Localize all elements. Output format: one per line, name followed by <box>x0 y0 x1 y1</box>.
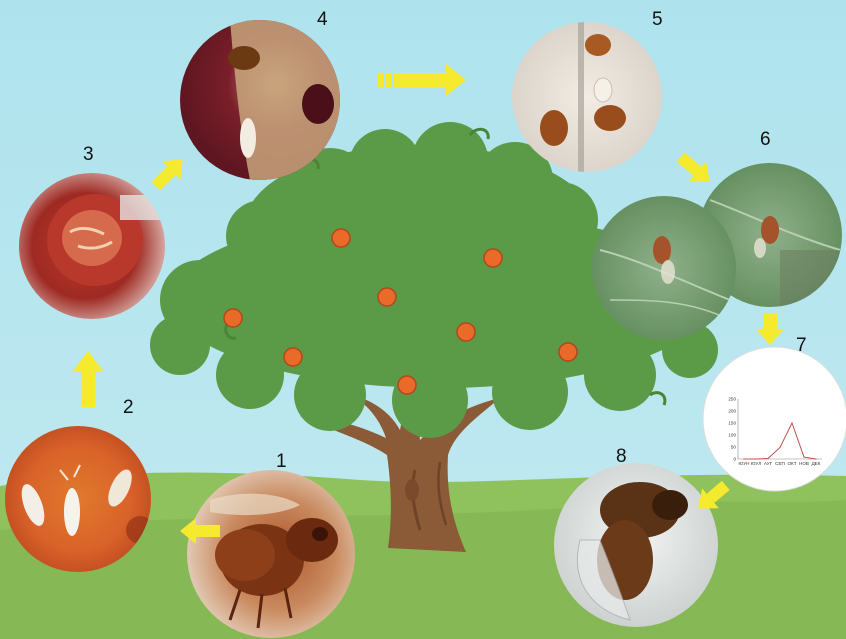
y-tick-label: 150 <box>728 421 736 426</box>
x-tick-label: АУГ <box>764 461 773 466</box>
chart-point <box>779 447 780 448</box>
x-tick-label: ЮУН <box>739 461 750 466</box>
egg-photo <box>180 20 340 180</box>
stage-number-1: 1 <box>276 452 287 471</box>
y-tick-label: 200 <box>728 409 736 414</box>
stage-number-3: 3 <box>83 145 94 164</box>
x-tick-label: НОВ <box>799 461 809 466</box>
chart-point <box>803 456 804 457</box>
fruit <box>224 309 242 327</box>
stage-number-7: 7 <box>796 336 807 355</box>
stage-number-8: 8 <box>616 447 627 466</box>
stage-number-2: 2 <box>123 398 134 417</box>
fruit <box>378 288 396 306</box>
stage-number-4: 4 <box>317 10 328 29</box>
fruit <box>559 343 577 361</box>
stage-number-5: 5 <box>652 10 663 29</box>
stage-number-6: 6 <box>760 130 771 149</box>
fruit <box>398 376 416 394</box>
fly-photo <box>187 470 355 638</box>
chart-point <box>791 422 792 423</box>
y-tick-label: 0 <box>733 457 736 462</box>
adult-fly-photo <box>554 463 718 627</box>
x-tick-label: ДЕК <box>812 461 821 466</box>
fruit <box>284 348 302 366</box>
y-tick-label: 50 <box>731 445 737 450</box>
fruit <box>484 249 502 267</box>
y-tick-label: 100 <box>728 433 736 438</box>
fruit-photo <box>19 173 165 319</box>
pupa-photo <box>512 22 662 172</box>
x-tick-label: ЮУЛ <box>751 461 761 466</box>
x-tick-label: СЕП <box>775 461 785 466</box>
x-tick-label: ОКТ <box>787 461 796 466</box>
chart-point <box>815 458 816 459</box>
fruit <box>332 229 350 247</box>
fruit <box>457 323 475 341</box>
chart-point <box>755 458 756 459</box>
y-tick-label: 250 <box>728 397 736 402</box>
chart-point <box>767 458 768 459</box>
chart-point <box>743 458 744 459</box>
